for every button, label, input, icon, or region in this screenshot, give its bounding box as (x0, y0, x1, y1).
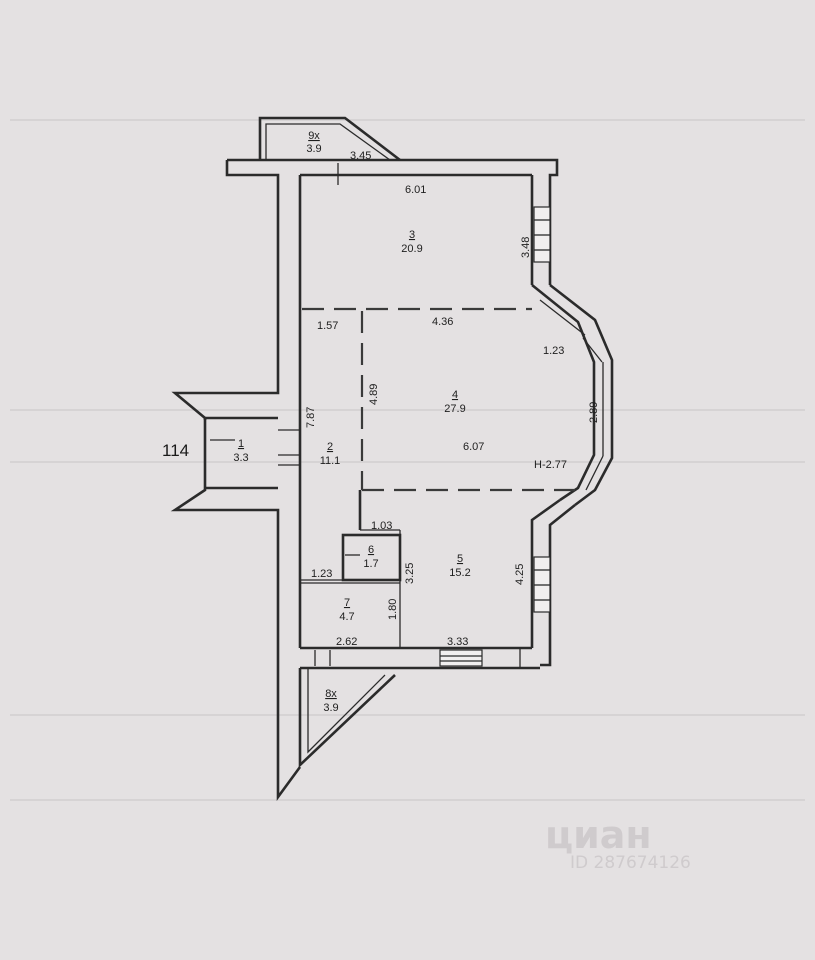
dim-room4-inner: 6.07 (463, 441, 484, 453)
room-7-number: 7 (344, 597, 350, 609)
room-9x-area: 3.9 (306, 143, 321, 155)
dim-room3-depth: 3.48 (520, 237, 532, 258)
room-5-number: 5 (457, 553, 463, 565)
room-4-area: 27.9 (444, 403, 465, 415)
dim-room4-depth: 4.89 (368, 384, 380, 405)
dim-ceiling-height: H-2.77 (534, 459, 567, 471)
watermark-brand: циан (545, 813, 652, 857)
room-1-area: 3.3 (233, 452, 248, 464)
dim-room5-side: 3.25 (404, 563, 416, 584)
dim-bay-front: 2.89 (588, 402, 600, 423)
window-bottom (439, 649, 483, 667)
dim-room4-width-top: 4.36 (432, 316, 453, 328)
dim-bay-side: 1.23 (543, 345, 564, 357)
room-4-number: 4 (452, 389, 458, 401)
room-8x-number: 8х (325, 688, 337, 700)
dim-corridor-length: 7.87 (305, 407, 317, 428)
dim-room6-width: 1.03 (371, 520, 392, 532)
dimension-labels: 3.45 6.01 3.48 1.57 4.36 1.23 2.89 4.89 … (305, 150, 600, 648)
room-8x-area: 3.9 (323, 702, 338, 714)
dim-top-balcony: 3.45 (350, 150, 371, 162)
dim-room2-top: 1.57 (317, 320, 338, 332)
watermark-id: ID 287674126 (570, 853, 691, 873)
dim-room5-depth: 4.25 (514, 564, 526, 585)
room-9x-number: 9х (308, 130, 320, 142)
room-1-number: 1 (238, 438, 244, 450)
dim-room3-width: 6.01 (405, 184, 426, 196)
room-2-number: 2 (327, 441, 333, 453)
room-5-area: 15.2 (449, 567, 470, 579)
room-6-number: 6 (368, 544, 374, 556)
windows (439, 206, 551, 667)
dim-room5-bottom: 3.33 (447, 636, 468, 648)
room-3-area: 20.9 (401, 243, 422, 255)
room-2-area: 11.1 (320, 455, 341, 467)
room-3-number: 3 (409, 229, 415, 241)
dim-room7-depth: 1.80 (387, 599, 399, 620)
apartment-number: 114 (162, 441, 189, 460)
room-6-area: 1.7 (363, 558, 378, 570)
room-7-area: 4.7 (339, 611, 354, 623)
dim-room7-bottom: 2.62 (336, 636, 357, 648)
room-labels: 1 3.3 2 11.1 3 20.9 4 27.9 5 15.2 6 1.7 … (233, 130, 470, 714)
watermark: циан ID 287674126 (545, 813, 691, 873)
dim-room7-width: 1.23 (311, 568, 332, 580)
